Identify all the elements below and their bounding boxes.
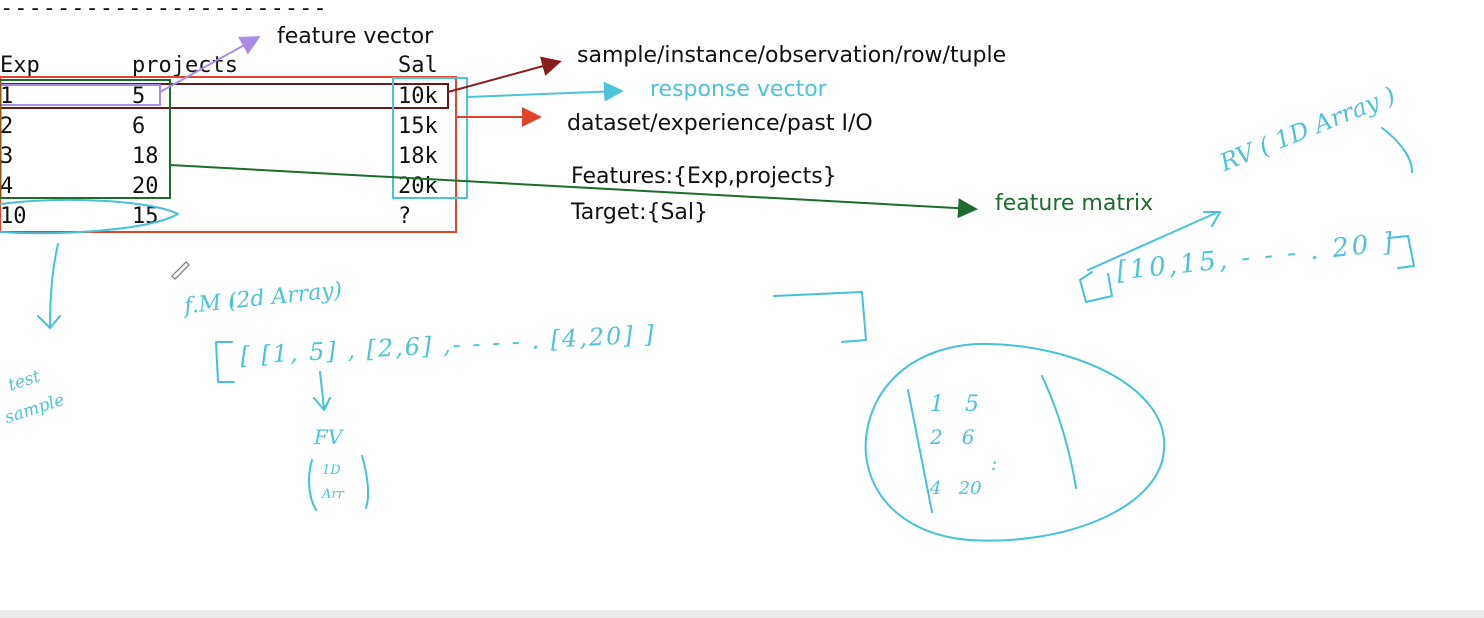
label-feature-matrix: feature matrix: [995, 191, 1154, 216]
matrix-row-4: 4 20: [930, 478, 982, 499]
rv-arrow: [1087, 211, 1221, 271]
cell-exp-4: 4: [0, 174, 14, 199]
feature-matrix-box: [0, 79, 171, 199]
response-vector-box: [392, 77, 468, 199]
cell-sal-5: ?: [398, 204, 412, 229]
bottom-status-bar: [0, 610, 1484, 618]
label-response-vector: response vector: [650, 77, 827, 102]
note-fv: FV: [314, 425, 343, 449]
cell-sal-3: 18k: [398, 144, 438, 169]
rv-paren-close: [1381, 127, 1413, 173]
test-sample-arrow: [49, 243, 59, 327]
note-fv-arr: Arr: [322, 487, 344, 502]
cell-exp-1: 1: [0, 84, 14, 109]
header-exp: Exp: [0, 53, 40, 78]
cell-projects-1: 5: [132, 84, 146, 109]
test-sample-arrowhead: [37, 315, 61, 329]
cell-projects-4: 20: [132, 174, 159, 199]
label-feature-vector: feature vector: [277, 24, 434, 49]
cell-exp-2: 2: [0, 114, 14, 139]
label-sample: sample/instance/observation/row/tuple: [577, 43, 1007, 68]
header-sal: Sal: [398, 53, 438, 78]
dataset-box: [0, 76, 457, 233]
cell-exp-5: 10: [0, 204, 27, 229]
matrix-row-2: 2 6: [930, 425, 975, 449]
matrix-row-1: 1 5: [930, 392, 979, 417]
sample-row-box: [0, 83, 449, 109]
note-fv-1d: 1D: [322, 463, 341, 478]
cell-exp-3: 3: [0, 144, 14, 169]
label-target: Target:{Sal}: [571, 200, 709, 225]
matrix-circle: [864, 342, 1166, 542]
matrix-right-bar: [1041, 375, 1077, 489]
cell-projects-3: 18: [132, 144, 159, 169]
cell-sal-1: 10k: [398, 84, 438, 109]
matrix-left-bar: [907, 389, 933, 513]
feature-vector-arrow: [159, 36, 261, 93]
fv-arrow: [313, 371, 331, 411]
feature-matrix-arrow: [169, 164, 978, 219]
pen-cursor-icon: [171, 261, 190, 280]
rv-open-bracket: [1079, 271, 1113, 303]
fv-parentheses: [308, 455, 370, 511]
fm-open-bracket: [215, 341, 235, 383]
cell-sal-2: 15k: [398, 114, 438, 139]
sample-arrow: [447, 56, 562, 93]
cell-projects-2: 6: [132, 114, 146, 139]
test-sample-loop: [0, 198, 179, 235]
rv-close-bracket: [1387, 235, 1415, 269]
feature-vector-box: [0, 84, 161, 106]
matrix-row-dots: :: [978, 451, 998, 475]
label-features: Features:{Exp,projects}: [571, 164, 837, 189]
label-dataset: dataset/experience/past I/O: [567, 111, 873, 136]
top-dashed-divider: -----------------------: [0, 0, 328, 21]
response-vector-arrow: [466, 81, 624, 102]
fm-close-bracket: [773, 291, 867, 343]
